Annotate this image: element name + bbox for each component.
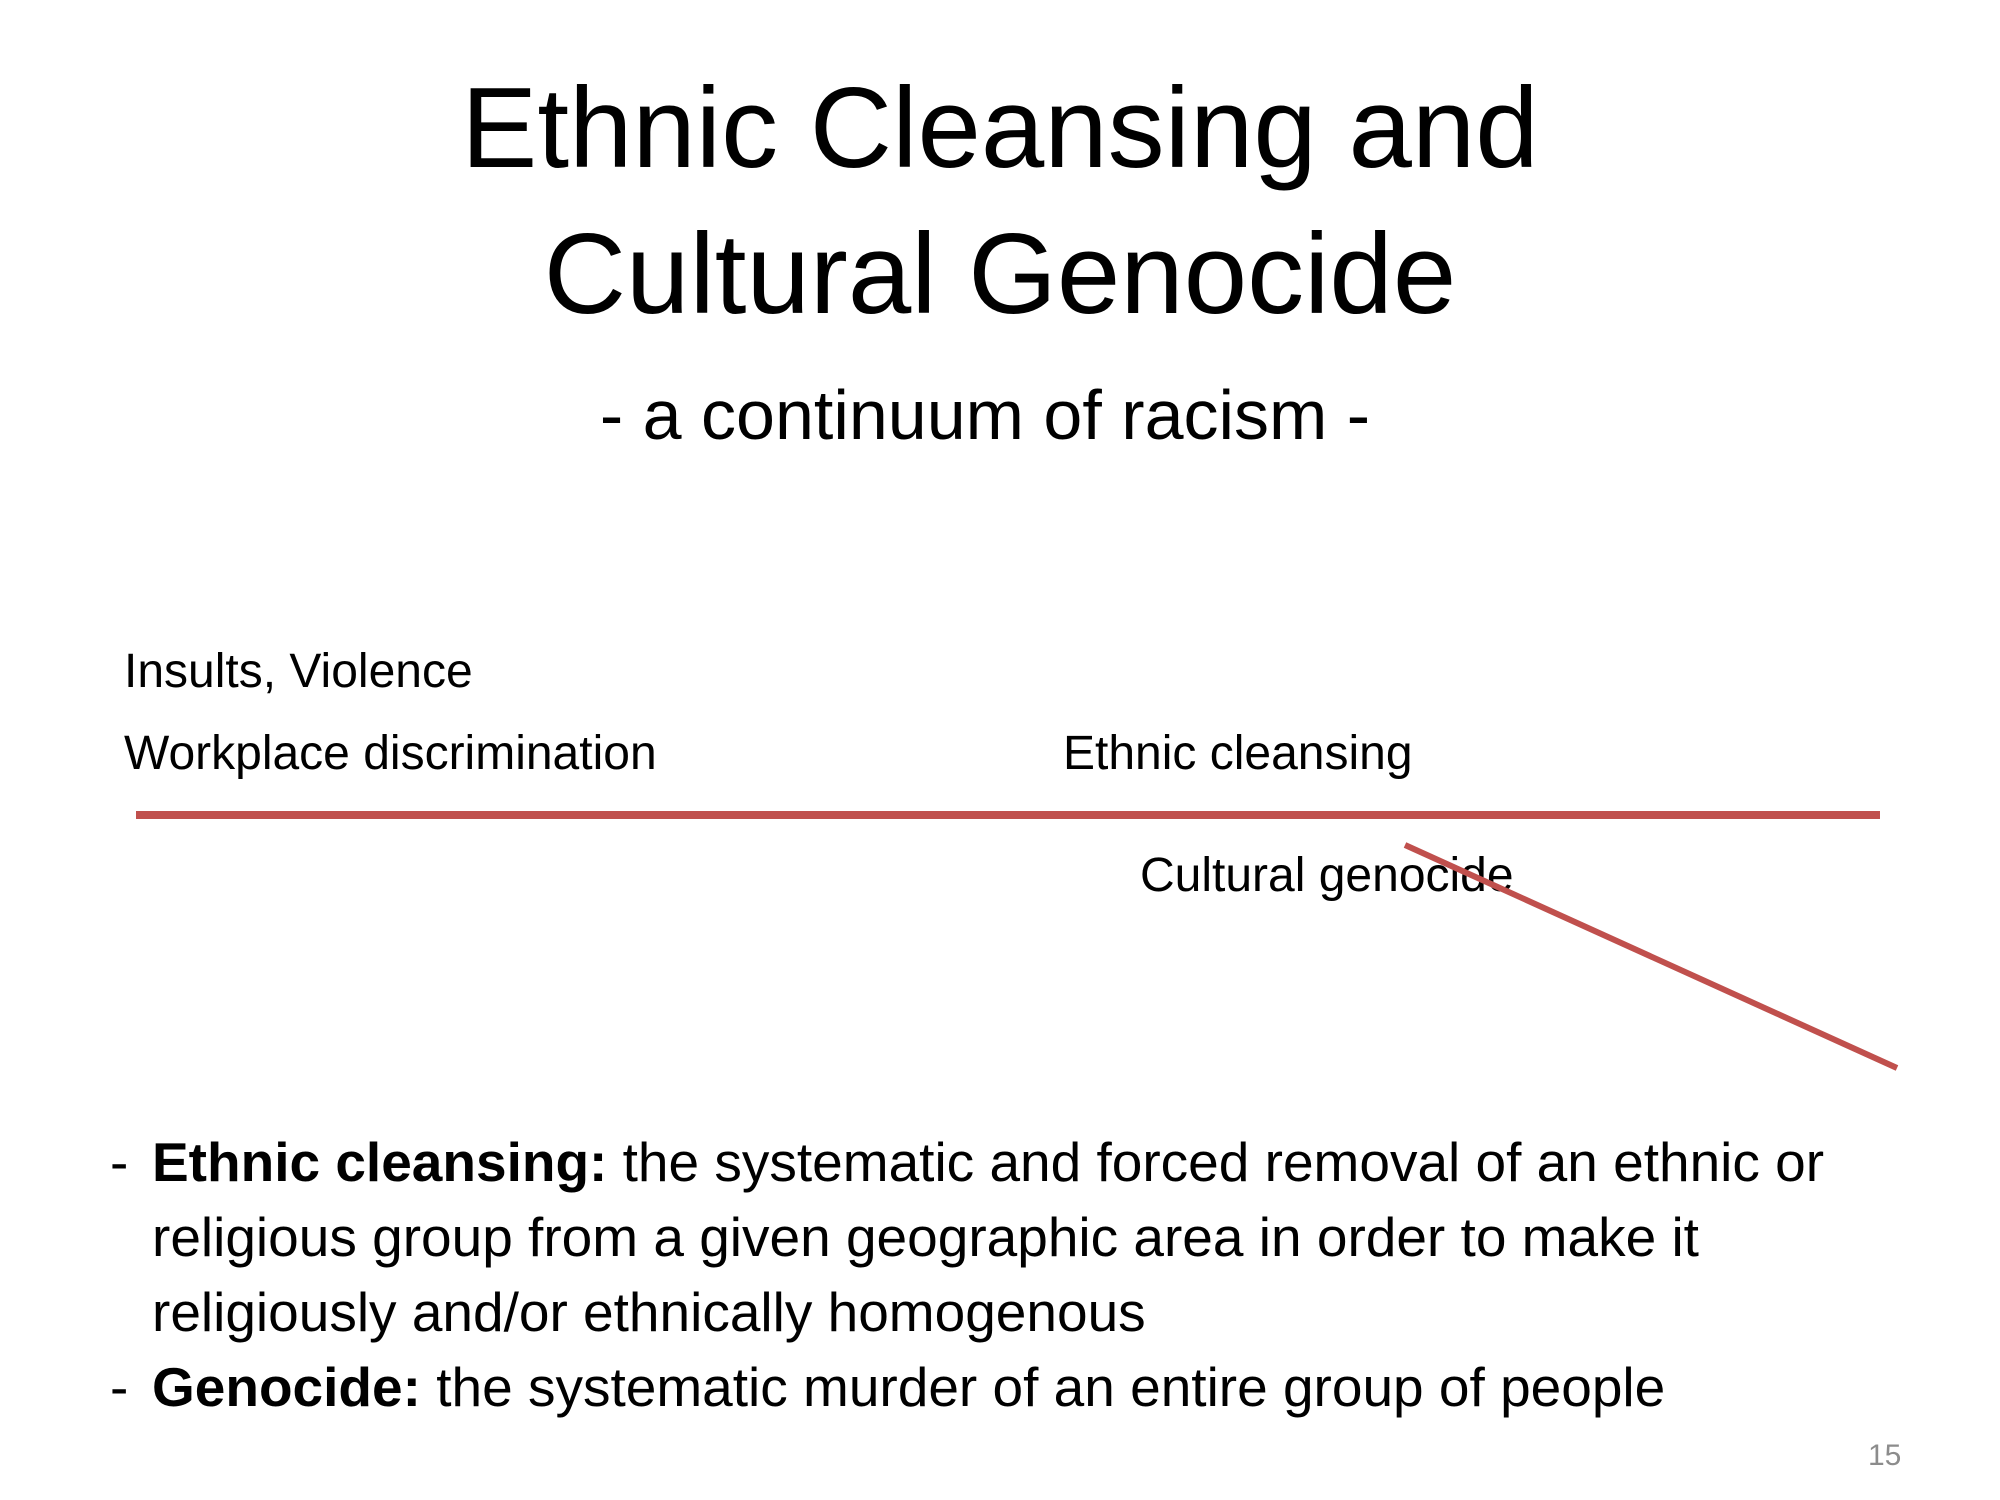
definition-text: the systematic murder of an entire group… xyxy=(420,1356,1666,1418)
definition-genocide: -Genocide: the systematic murder of an e… xyxy=(110,1350,1910,1425)
bullet-dash: - xyxy=(110,1356,129,1418)
label-workplace-discrimination: Workplace discrimination xyxy=(124,727,657,780)
slide-subtitle: - a continuum of racism - xyxy=(599,376,1371,454)
bullet-dash: - xyxy=(110,1131,129,1193)
definition-term: Genocide: xyxy=(152,1356,421,1418)
label-insults-violence: Insults, Violence xyxy=(124,645,473,698)
slide-title-line-2: Cultural Genocide xyxy=(543,211,1457,338)
definitions-list: -Ethnic cleansing: the systematic and fo… xyxy=(110,1125,1910,1425)
page-number: 15 xyxy=(1868,1439,1902,1472)
label-cultural-genocide: Cultural genocide xyxy=(1140,849,1514,902)
definition-ethnic-cleansing: -Ethnic cleansing: the systematic and fo… xyxy=(110,1125,1910,1350)
label-ethnic-cleansing: Ethnic cleansing xyxy=(1063,727,1413,780)
definition-term: Ethnic cleansing: xyxy=(152,1131,608,1193)
definition-text: the systematic and forced removal of an … xyxy=(152,1131,1825,1343)
slide-title: Ethnic Cleansing and Cultural Genocide xyxy=(0,56,2000,348)
slide-title-line-1: Ethnic Cleansing and xyxy=(461,65,1539,192)
